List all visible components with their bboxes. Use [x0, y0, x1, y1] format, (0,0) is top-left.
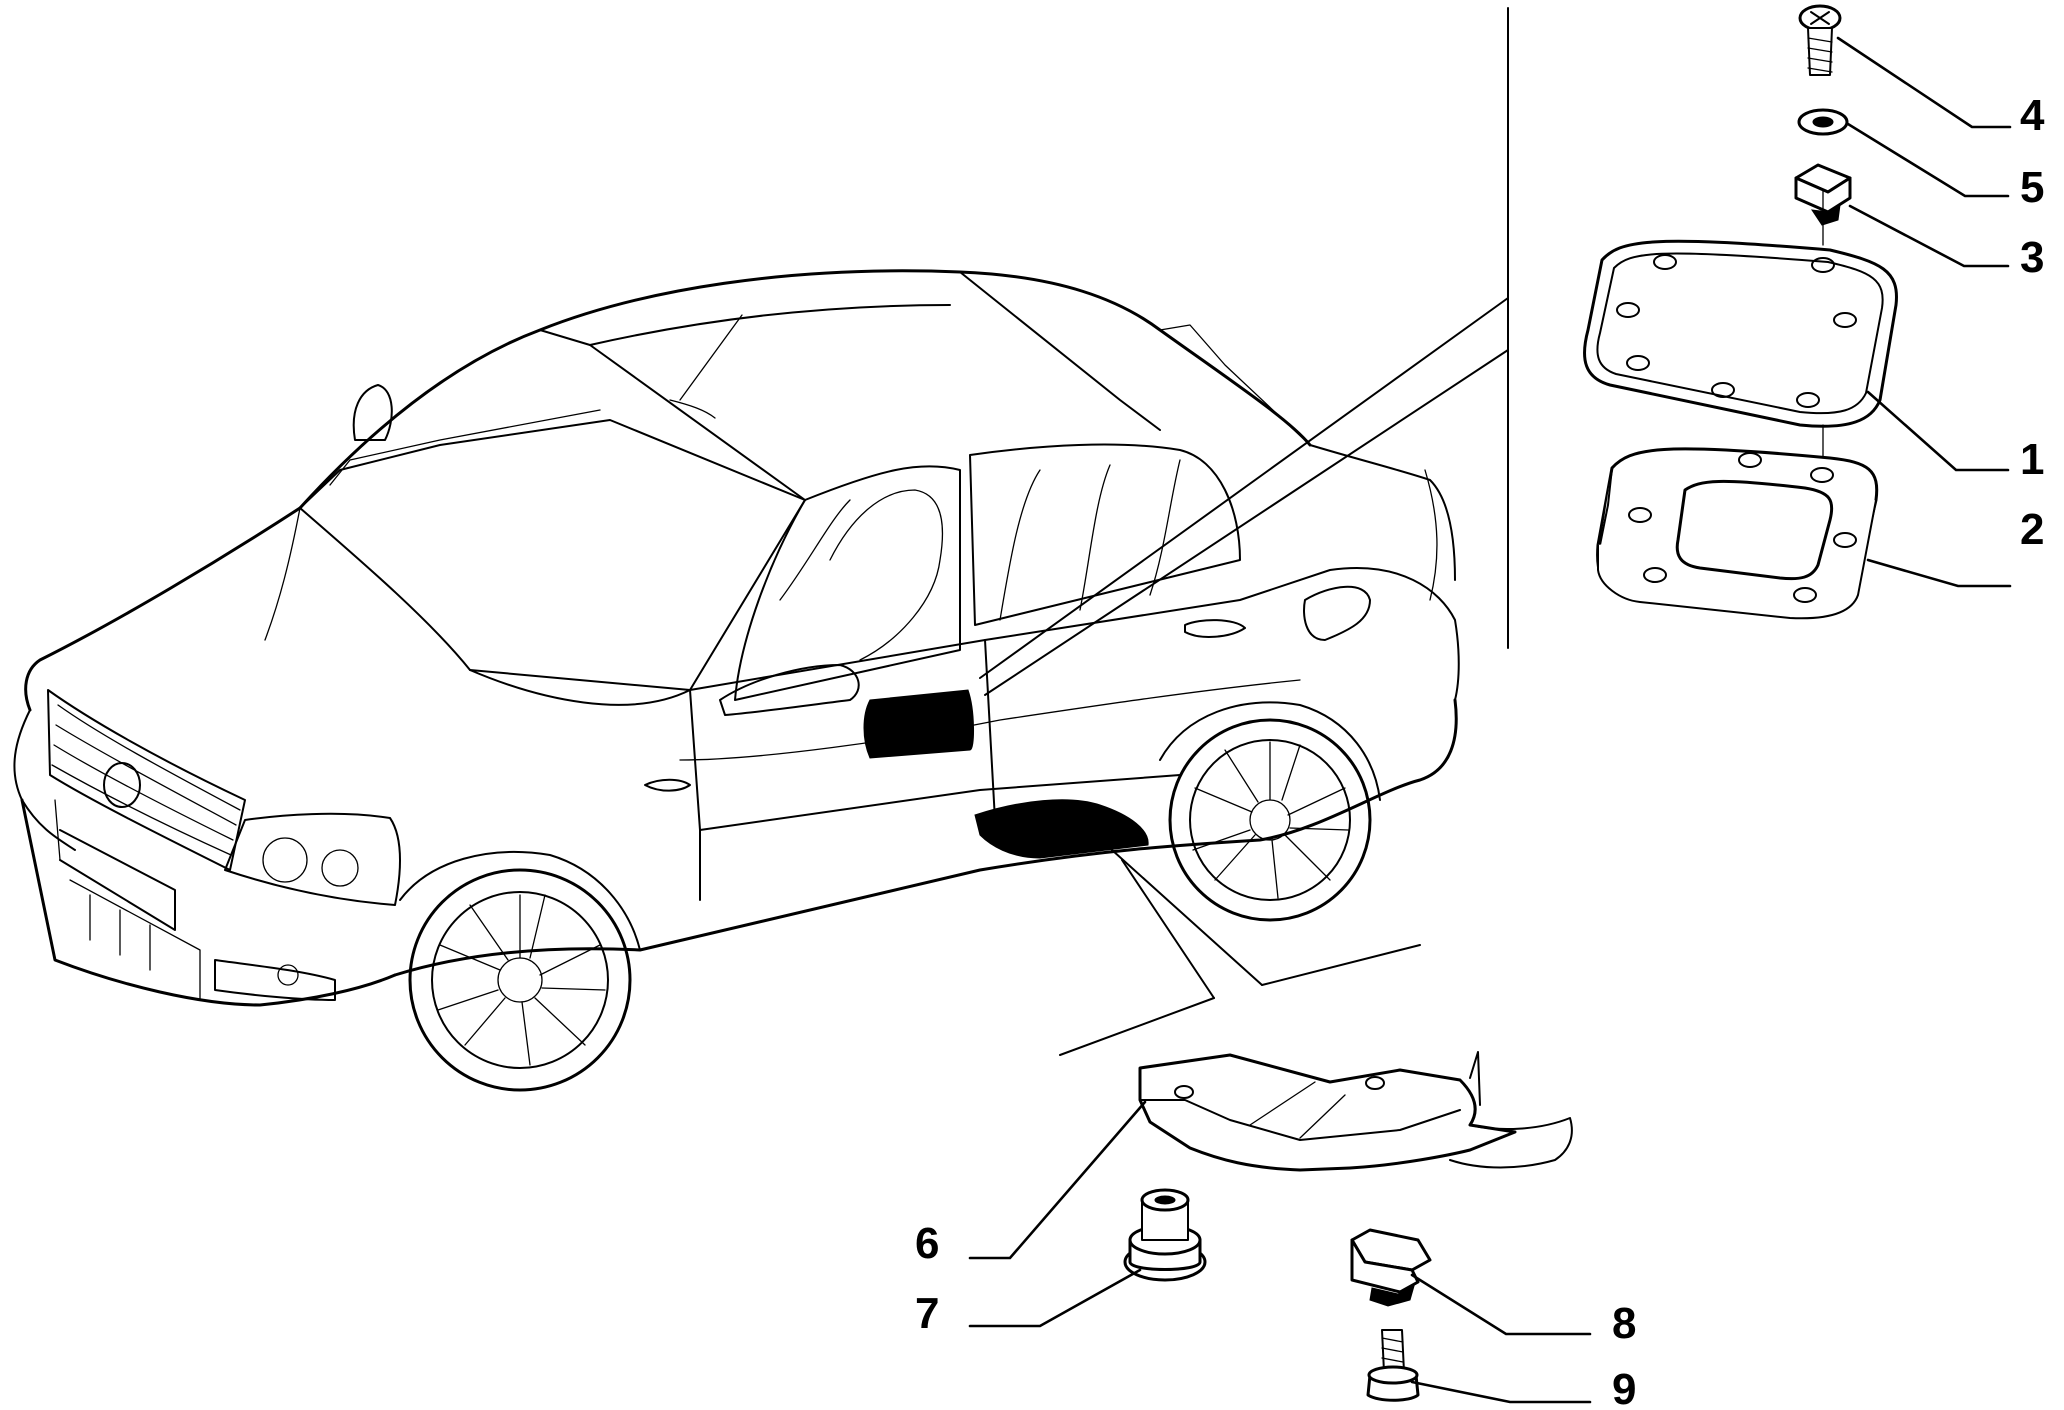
- leader-9: [1410, 1380, 1592, 1404]
- connector-lines: [979, 7, 1509, 1056]
- part-underbody-shield: [1138, 1051, 1573, 1172]
- part-frame: [1596, 447, 1879, 620]
- car-illustration: [13, 269, 1460, 1092]
- leader-8: [1410, 1273, 1592, 1336]
- callout-5: 5: [2020, 163, 2044, 212]
- part-washer: [1797, 108, 1849, 136]
- leader-7: [968, 1268, 1142, 1328]
- highlighted-door-panel: [863, 689, 975, 759]
- leader-4: [1836, 36, 2012, 129]
- callout-7: 7: [915, 1289, 939, 1338]
- part-clip: [1350, 1228, 1432, 1307]
- callout-8: 8: [1612, 1299, 1636, 1348]
- leader-6: [968, 1100, 1147, 1260]
- highlighted-sill-area: [974, 799, 1149, 859]
- part-bolt: [1366, 1329, 1420, 1402]
- leader-3: [1848, 204, 2010, 268]
- leader-5: [1846, 122, 2010, 198]
- callout-2: 2: [2020, 505, 2044, 554]
- callout-9: 9: [1612, 1365, 1636, 1410]
- callout-3: 3: [2020, 233, 2044, 282]
- leader-2: [1866, 558, 2012, 588]
- part-screw: [1798, 4, 1842, 76]
- part-spacer: [1123, 1188, 1207, 1282]
- part-cover-plate: [1583, 239, 1898, 461]
- callout-1: 1: [2020, 435, 2044, 484]
- leader-lines: [968, 36, 2012, 1404]
- callout-6: 6: [915, 1219, 939, 1268]
- callout-4: 4: [2020, 91, 2045, 140]
- part-clip-nut: [1794, 163, 1852, 246]
- leader-1: [1866, 390, 2010, 472]
- callout-labels: 4 5 3 1 2 6 7 8 9: [915, 91, 2045, 1410]
